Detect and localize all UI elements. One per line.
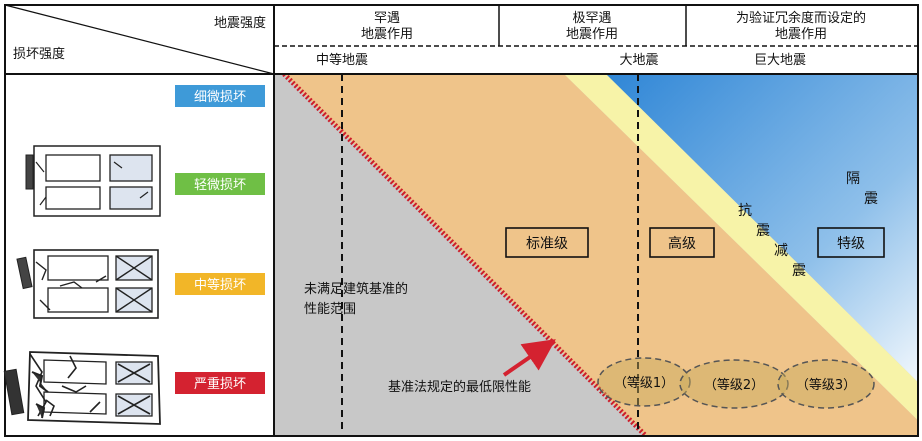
standard-grade-box [505,227,589,258]
badge-moderate-damage [175,273,265,295]
grade-3-label: （等级3） [796,377,856,393]
badge-moderate-damage-label: 中等损坏 [194,277,246,293]
zone-high [564,74,918,421]
standard-grade-label: 标准级 [526,236,568,252]
badge-slight-damage [175,85,265,107]
large-earthquake-label: 大地震 [619,53,658,68]
zone-standard [284,74,918,436]
unmet-range-label-line1: 未满足建筑基准的 [304,281,408,297]
damage-intensity-label: 损坏强度 [13,46,65,62]
grade-1-ellipse [597,357,691,407]
column-redundancy-line1: 为验证冗余度而设定的 [736,10,866,26]
high-grade-label: 高级 [668,235,696,252]
badge-slight-damage-label: 细微损坏 [194,90,246,105]
minimum-performance-line [282,74,648,436]
seismic-damping-char-2: 震 [756,223,770,239]
unmet-range-label-line2: 性能范围 [304,302,356,317]
isolation-char-1: 隔 [846,171,860,187]
special-grade-box [817,227,885,258]
high-grade-box [649,227,715,258]
badge-minor-damage [175,173,265,195]
seismic-damping-char-3: 减 [774,243,788,259]
minimum-performance-arrow [502,339,556,377]
badge-severe-damage [175,372,265,394]
grade-3-ellipse [777,359,875,409]
moderate-earthquake-label: 中等地震 [316,52,368,68]
huge-earthquake-label: 巨大地震 [754,53,806,68]
building-moderate-damage-illustration [16,249,159,319]
grade-boxes: 标准级 高级 特级 [505,227,885,258]
seismic-damping-char-4: 震 [792,263,806,279]
seismic-damping-char-1: 抗 [738,203,752,219]
column-redundancy-line2: 地震作用 [775,27,827,42]
badge-minor-damage-label: 轻微损坏 [194,178,246,193]
seismic-damping-word: 抗 震 减 震 [738,203,806,279]
building-minor-damage-illustration [25,145,161,217]
column-very-rare-line1: 极罕遇 [572,11,611,26]
building-severe-damage-illustration [3,351,161,425]
isolation-word: 隔 震 [846,171,878,207]
column-very-rare-line2: 地震作用 [566,27,618,42]
damage-level-badges: 细微损坏 轻微损坏 中等损坏 严重损坏 [175,85,265,394]
grade-2-label: （等级2） [704,377,764,393]
performance-zones [274,74,918,436]
special-grade-label: 特级 [837,236,865,252]
isolation-char-2: 震 [864,191,878,207]
grade-1-label: （等级1） [614,375,674,391]
seismic-intensity-label: 地震强度 [214,15,266,31]
badge-severe-damage-label: 严重损坏 [194,376,246,392]
grade-ellipses: （等级1） （等级2） （等级3） [597,357,875,409]
grade-2-ellipse [679,359,789,409]
table-frame [4,4,919,437]
minimum-performance-label: 基准法规定的最低限性能 [388,379,531,395]
column-rare-line1: 罕遇 [374,11,400,26]
zone-special [606,74,918,383]
column-rare-line2: 地震作用 [361,27,413,42]
